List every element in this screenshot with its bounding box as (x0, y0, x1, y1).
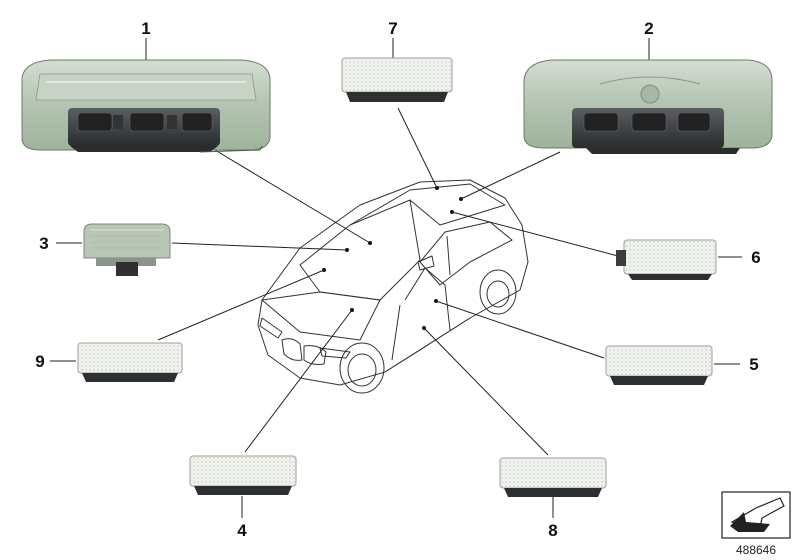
callout-labels: 1 2 3 4 5 6 7 8 9 (35, 19, 760, 540)
callout-9: 9 (35, 352, 44, 371)
part-1-overhead-console-front (21, 59, 271, 153)
callout-6: 6 (751, 248, 760, 267)
callout-1: 1 (141, 19, 150, 38)
part-5-interior-light (605, 345, 713, 385)
callout-8: 8 (548, 521, 557, 540)
orientation-arrow-icon (721, 491, 791, 539)
part-9-interior-light (77, 342, 183, 382)
callout-2: 2 (644, 19, 653, 38)
diagram-part-number: 488646 (736, 543, 776, 557)
callout-3: 3 (39, 234, 48, 253)
callout-7: 7 (388, 19, 397, 38)
part-2-overhead-console-rear (523, 59, 773, 154)
part-3-footwell-light (83, 223, 171, 276)
car-outline (257, 179, 529, 394)
part-8-interior-light (499, 457, 607, 497)
part-6-interior-light (616, 239, 717, 280)
leader-lines (50, 38, 742, 518)
callout-4: 4 (237, 521, 247, 540)
callout-5: 5 (749, 355, 758, 374)
part-7-interior-light (341, 57, 453, 102)
part-4-interior-light (189, 455, 297, 495)
